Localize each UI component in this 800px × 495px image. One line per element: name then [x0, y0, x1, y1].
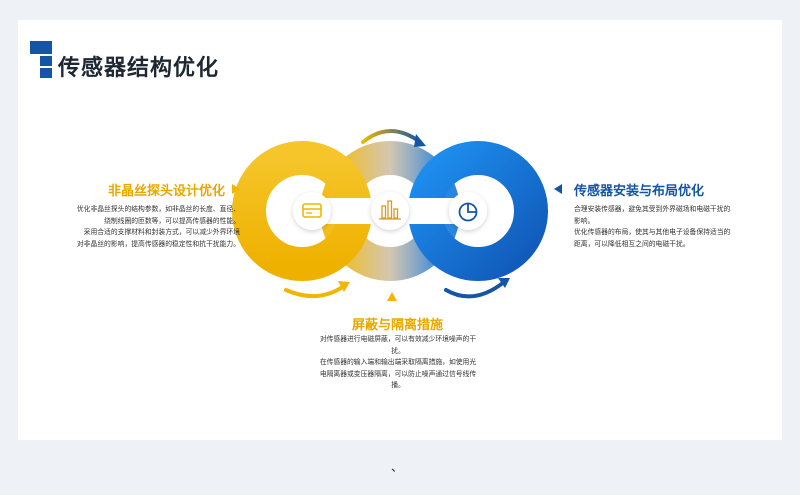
- left-heading: 非晶丝探头设计优化: [108, 184, 226, 199]
- right-heading: 传感器安装与布局优化: [574, 184, 705, 199]
- footnote-mark: 、: [391, 460, 404, 474]
- bottom-pointer: [387, 292, 397, 301]
- right-pointer: [554, 184, 562, 194]
- middle-heading: 屏蔽与隔离措施: [352, 318, 444, 333]
- left-description: 优化非晶丝探头的结构参数，如非晶丝的长度、直径、 绕制线圈的匝数等，可以提高传感…: [76, 205, 240, 248]
- slide: 传感器结构优化: [18, 20, 782, 440]
- card-icon: [293, 192, 331, 230]
- bottom-left-arrow: [284, 284, 346, 298]
- top-arrow: [361, 129, 422, 144]
- page-title: 传感器结构优化: [58, 56, 220, 81]
- bottom-right-arrow: [444, 280, 506, 299]
- middle-description: 对传感器进行电磁屏蔽，可以有效减少环境噪声的干 扰。 在传感器的输入端和输出端采…: [319, 335, 477, 390]
- bar-chart-icon: [371, 192, 409, 230]
- right-description: 合理安装传感器，避免其受到外界磁场和电磁干扰的 影响。 优化传感器的布局，使其与…: [574, 205, 731, 248]
- optimization-diagram: [232, 129, 562, 301]
- left-pointer: [232, 184, 240, 194]
- logo-mark: [30, 41, 52, 79]
